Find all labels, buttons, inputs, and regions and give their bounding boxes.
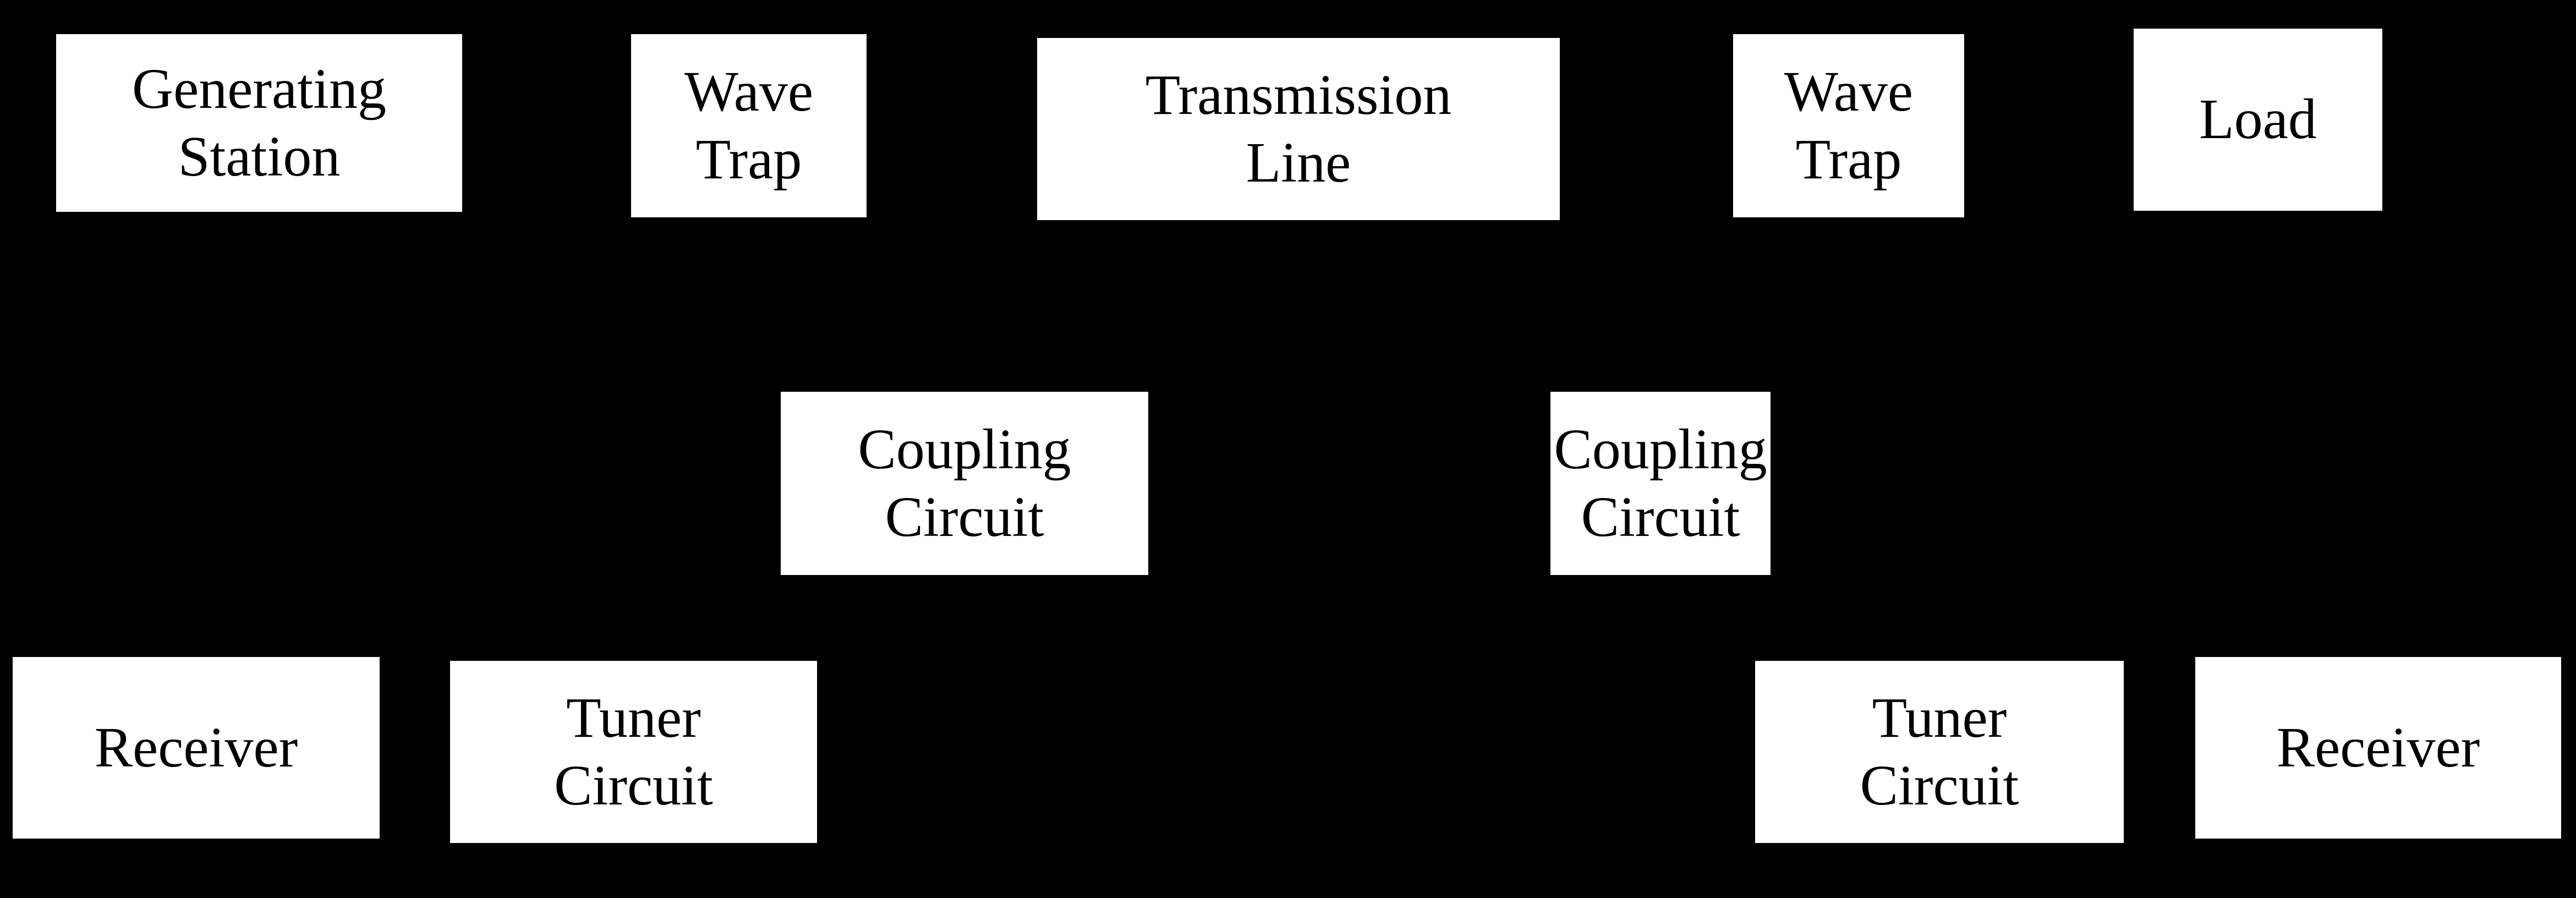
block-label-line: Circuit <box>554 753 713 817</box>
block-load[interactable]: Load <box>2134 29 2382 211</box>
block-label-line: Transmission <box>1145 63 1452 127</box>
block-label-line: Coupling <box>1554 417 1767 481</box>
block-label-line: Generating <box>131 57 386 121</box>
block-label-line: Circuit <box>1860 753 2019 817</box>
block-label-line: Tuner <box>566 686 701 749</box>
block-label-line: Station <box>178 124 341 188</box>
block-label-line: Wave <box>1784 59 1914 123</box>
block-receiver-left[interactable]: Receiver <box>13 657 380 839</box>
block-label-line: Circuit <box>1581 485 1740 549</box>
block-label-line: Wave <box>684 59 814 123</box>
block-receiver-right[interactable]: Receiver <box>2195 657 2561 839</box>
block-label-line: Coupling <box>858 417 1071 481</box>
block-label-line: Tuner <box>1872 686 2007 749</box>
block-label-line: Line <box>1246 130 1351 194</box>
block-label-line: Receiver <box>2276 715 2480 779</box>
block-label-line: Trap <box>695 127 802 191</box>
block-label-line: Circuit <box>885 485 1044 549</box>
block-label-line: Trap <box>1795 127 1902 191</box>
block-label-line: Load <box>2199 87 2317 151</box>
block-label-line: Receiver <box>94 715 298 779</box>
